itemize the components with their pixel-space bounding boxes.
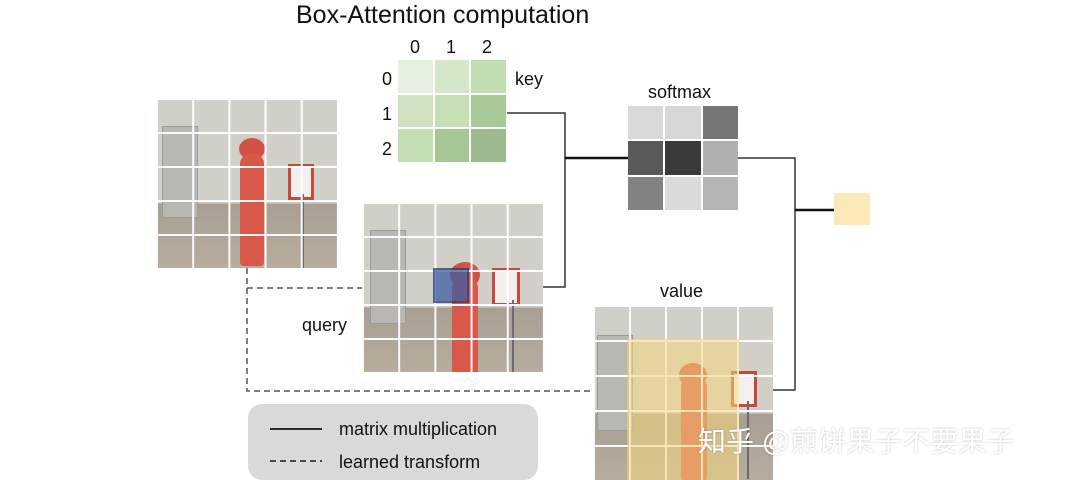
query-to-join-line xyxy=(543,158,566,288)
key-col-label-0: 0 xyxy=(410,37,421,57)
softmax-cell-2-2 xyxy=(702,176,738,210)
key-label: key xyxy=(515,69,544,89)
key-col-label-2: 2 xyxy=(482,37,493,57)
legend-lines xyxy=(270,428,322,462)
dashed-to-value-line xyxy=(246,288,593,392)
key-cell-1-2 xyxy=(471,94,506,128)
diagram-title: Box-Attention computation xyxy=(296,1,590,29)
legend-solid-label: matrix multiplication xyxy=(339,419,498,439)
value-box-highlight xyxy=(627,339,739,480)
softmax-cell-2-1 xyxy=(665,176,701,210)
input-image xyxy=(156,98,337,268)
softmax-label: softmax xyxy=(648,82,712,102)
key-cell-2-2 xyxy=(471,129,506,162)
key-cell-1-1 xyxy=(434,94,470,128)
query-box-highlight xyxy=(433,268,469,303)
softmax-cell-1-0 xyxy=(628,141,664,175)
query-label: query xyxy=(302,315,348,335)
key-cell-0-0 xyxy=(398,60,433,93)
key-matrix xyxy=(398,60,506,162)
image-grid xyxy=(156,98,337,268)
value-to-output-line xyxy=(773,210,796,391)
key-row-label-0: 0 xyxy=(382,69,393,89)
softmax-cell-1-1 xyxy=(665,141,701,175)
dashed-to-query-line xyxy=(246,268,362,289)
output-cell xyxy=(834,193,870,225)
softmax-to-output-line xyxy=(738,157,796,210)
key-cell-0-2 xyxy=(471,60,506,93)
watermark: 知乎 @煎饼果子不要果子 xyxy=(698,426,1015,457)
key-row-label-1: 1 xyxy=(382,104,393,124)
key-cell-1-0 xyxy=(398,94,433,128)
softmax-cell-0-0 xyxy=(628,106,664,140)
key-cell-2-1 xyxy=(434,129,470,162)
softmax-cell-0-1 xyxy=(665,106,701,140)
key-col-label-1: 1 xyxy=(446,37,457,57)
key-cell-0-1 xyxy=(434,60,470,93)
value-label: value xyxy=(660,281,704,301)
query-image xyxy=(362,202,543,372)
legend xyxy=(248,404,538,480)
key-to-join-line xyxy=(507,112,566,158)
legend-dashed-label: learned transform xyxy=(339,452,481,472)
softmax-cell-1-2 xyxy=(702,141,738,175)
softmax-cell-0-2 xyxy=(702,106,738,140)
key-cell-2-0 xyxy=(398,129,433,162)
softmax-cell-2-0 xyxy=(628,176,664,210)
softmax-matrix xyxy=(628,106,738,210)
value-image xyxy=(593,305,773,480)
key-row-label-2: 2 xyxy=(382,139,393,159)
